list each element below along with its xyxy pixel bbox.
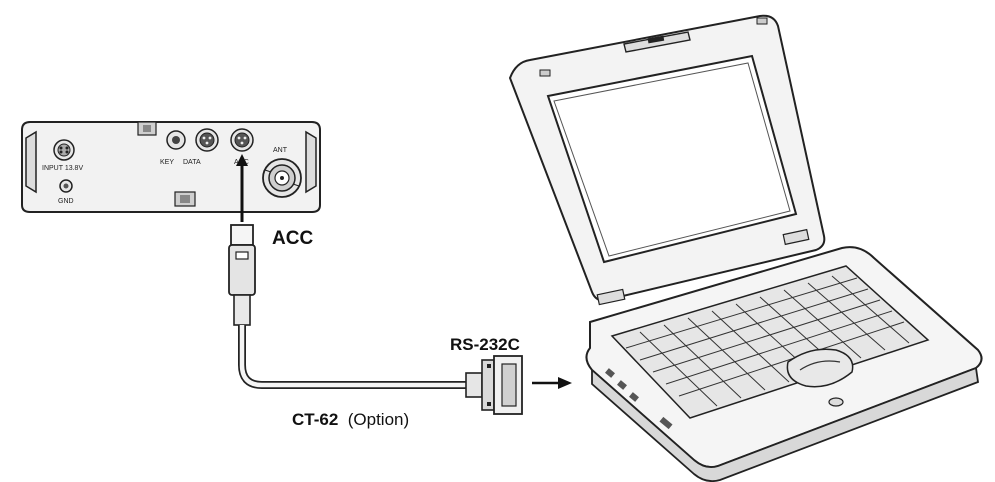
acc-plug [228,224,256,326]
data-connector [195,128,219,152]
laptop-keyboard [610,265,930,419]
ct62-cable [238,325,468,389]
acc-connector [230,128,254,152]
input-label: INPUT 13.8V [42,165,83,172]
acc-label: ACC [272,228,313,249]
acc-arrow [236,154,248,222]
ct62-name: CT-62 [292,410,338,429]
touchpad [786,348,854,407]
serial-arrow [532,377,572,389]
key-label: KEY [160,159,174,166]
antenna-connector [262,158,302,198]
key-jack [166,130,186,150]
rs232c-connector [465,355,523,415]
ct62-option: (Option) [348,410,409,429]
ct62-label: CT-62 (Option) [292,410,409,429]
gnd-terminal [59,179,73,193]
ant-label: ANT [273,147,288,154]
power-input-jack [53,139,75,161]
radio-rear-panel: INPUT 13.8V GND KEY DATA ACC [21,121,321,213]
laptop-computer [508,14,983,482]
rs232c-label: RS-232C [450,335,520,354]
gnd-label: GND [58,198,74,205]
data-label: DATA [183,159,201,166]
